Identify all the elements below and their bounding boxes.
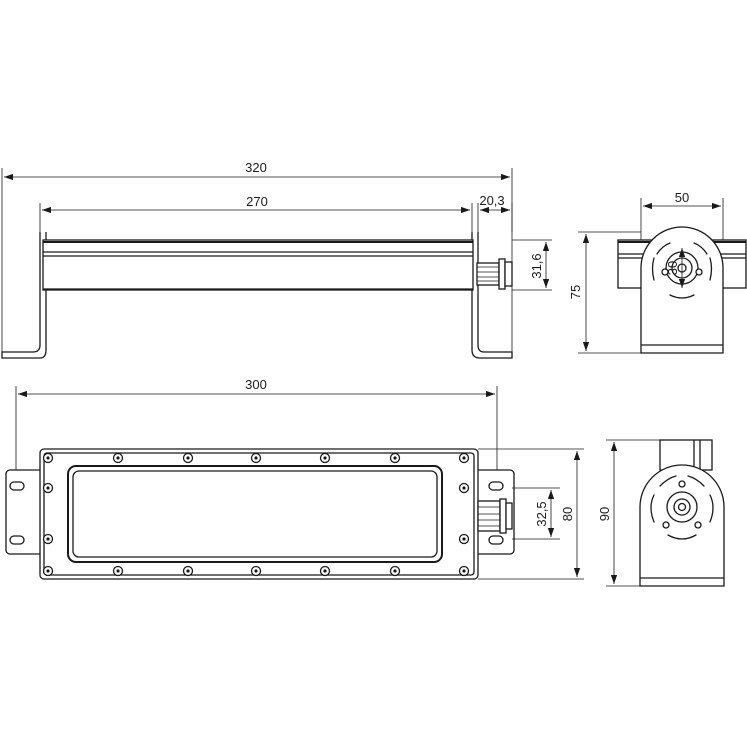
dim-75: 75 xyxy=(568,231,641,354)
side-view-bottom: 90 xyxy=(597,439,725,587)
dim-31-6: 31,6 xyxy=(512,239,552,291)
dim-75-label: 75 xyxy=(568,285,583,299)
front-view: 320 270 20,3 31,6 xyxy=(1,160,552,359)
dim-20-3: 20,3 xyxy=(477,193,513,232)
dim-30-label: 30 xyxy=(665,261,680,275)
dim-320: 320 xyxy=(1,160,513,352)
connector-plan xyxy=(477,498,513,534)
left-bracket xyxy=(1,232,47,359)
end-plate-bottom xyxy=(639,464,725,587)
end-plate xyxy=(640,226,724,354)
dim-31-6-label: 31,6 xyxy=(529,253,544,278)
dim-20-3-label: 20,3 xyxy=(479,193,504,208)
connector-front xyxy=(476,258,513,290)
side-view-top: 50 30 75 xyxy=(568,190,747,354)
bolts xyxy=(42,452,470,577)
dim-30: 30 xyxy=(665,248,686,288)
right-bracket xyxy=(471,232,513,359)
plan-view: 300 32,5 80 xyxy=(5,377,584,580)
housing-body xyxy=(42,239,474,291)
dim-32-5: 32,5 xyxy=(512,487,560,540)
dim-50: 50 xyxy=(640,190,724,240)
dim-32-5-label: 32,5 xyxy=(534,501,549,526)
dim-300: 300 xyxy=(15,377,498,470)
window xyxy=(67,465,443,563)
dim-300-label: 300 xyxy=(245,377,267,392)
dim-50-label: 50 xyxy=(675,190,689,205)
dim-270: 270 xyxy=(39,194,473,232)
dim-90: 90 xyxy=(597,439,660,587)
dim-80: 80 xyxy=(478,448,584,580)
dim-80-label: 80 xyxy=(560,507,575,521)
dim-320-label: 320 xyxy=(245,160,267,175)
housing-plan xyxy=(39,448,479,580)
dim-90-label: 90 xyxy=(597,507,612,521)
dim-270-label: 270 xyxy=(246,194,268,209)
